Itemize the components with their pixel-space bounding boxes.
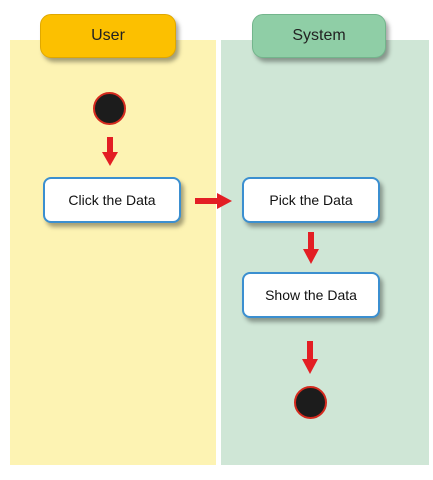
show-the-data-node: Show the Data <box>242 272 380 318</box>
user-lane-header: User <box>40 14 176 58</box>
arrow-start-to-click <box>102 137 118 166</box>
system-lane-header: System <box>252 14 386 58</box>
arrow-click-to-pick <box>195 193 232 209</box>
start-node <box>93 92 126 125</box>
pick-the-data-node: Pick the Data <box>242 177 380 223</box>
click-the-data-node: Click the Data <box>43 177 181 223</box>
end-node <box>294 386 327 419</box>
arrow-show-to-end <box>302 341 318 374</box>
arrow-pick-to-show <box>303 232 319 264</box>
